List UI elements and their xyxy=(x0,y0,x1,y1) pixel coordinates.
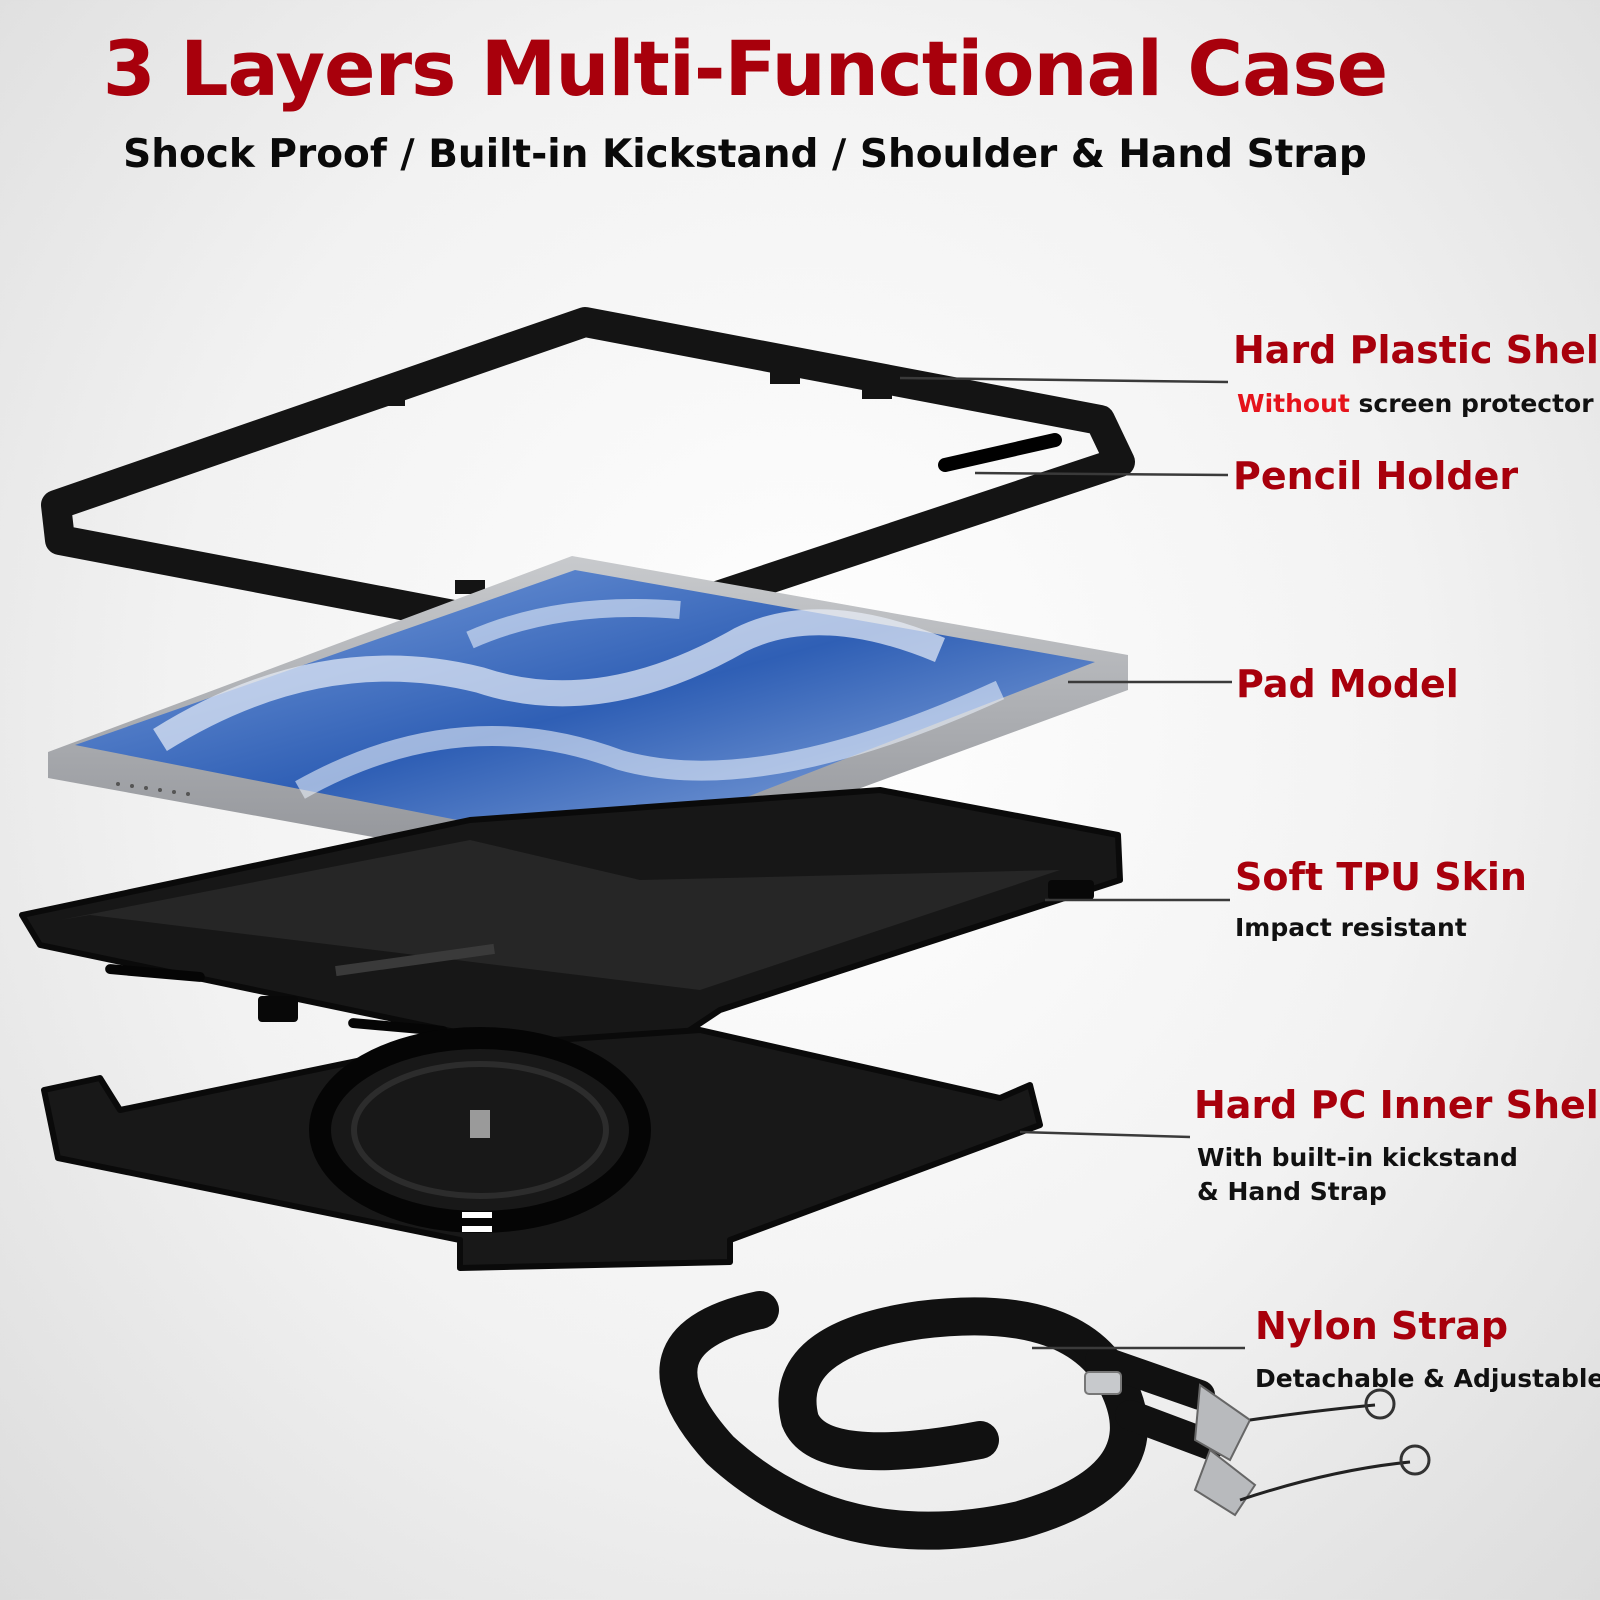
leader-line-hard-plastic-shell xyxy=(899,376,1229,384)
note-hard-pc-inner-shell-line1: With built-in kickstand xyxy=(1197,1143,1518,1172)
note-rest-screen-protector: screen protector xyxy=(1349,389,1594,418)
label-hard-pc-inner-shell: Hard PC Inner Shell xyxy=(1194,1083,1600,1127)
note-hard-plastic-shell: Without screen protector xyxy=(1237,387,1594,421)
page-title: 3 Layers Multi-Functional Case xyxy=(102,24,1388,113)
note-hard-pc-inner-shell-line2: & Hand Strap xyxy=(1197,1177,1387,1206)
hard-plastic-shell-image xyxy=(41,307,1135,655)
note-soft-tpu-skin: Impact resistant xyxy=(1235,913,1467,942)
leader-line-hard-pc-inner-shell xyxy=(1019,1130,1191,1139)
note-highlight-without: Without xyxy=(1237,389,1350,418)
leader-lines xyxy=(899,376,1245,1350)
label-pad-model: Pad Model xyxy=(1236,662,1459,706)
label-pencil-holder: Pencil Holder xyxy=(1233,454,1519,498)
label-soft-tpu-skin: Soft TPU Skin xyxy=(1235,855,1527,899)
pad-model-image xyxy=(48,556,1128,880)
nylon-strap-image xyxy=(659,1291,1431,1550)
label-hard-plastic-shell: Hard Plastic Shell xyxy=(1233,328,1600,372)
page-subtitle: Shock Proof / Built-in Kickstand / Shoul… xyxy=(123,132,1367,177)
soft-tpu-skin-image xyxy=(19,787,1123,1053)
leader-line-pencil-holder xyxy=(974,471,1229,477)
hard-pc-inner-shell-image xyxy=(41,1027,1043,1271)
note-nylon-strap: Detachable & Adjustable xyxy=(1255,1364,1600,1393)
label-nylon-strap: Nylon Strap xyxy=(1255,1304,1509,1348)
